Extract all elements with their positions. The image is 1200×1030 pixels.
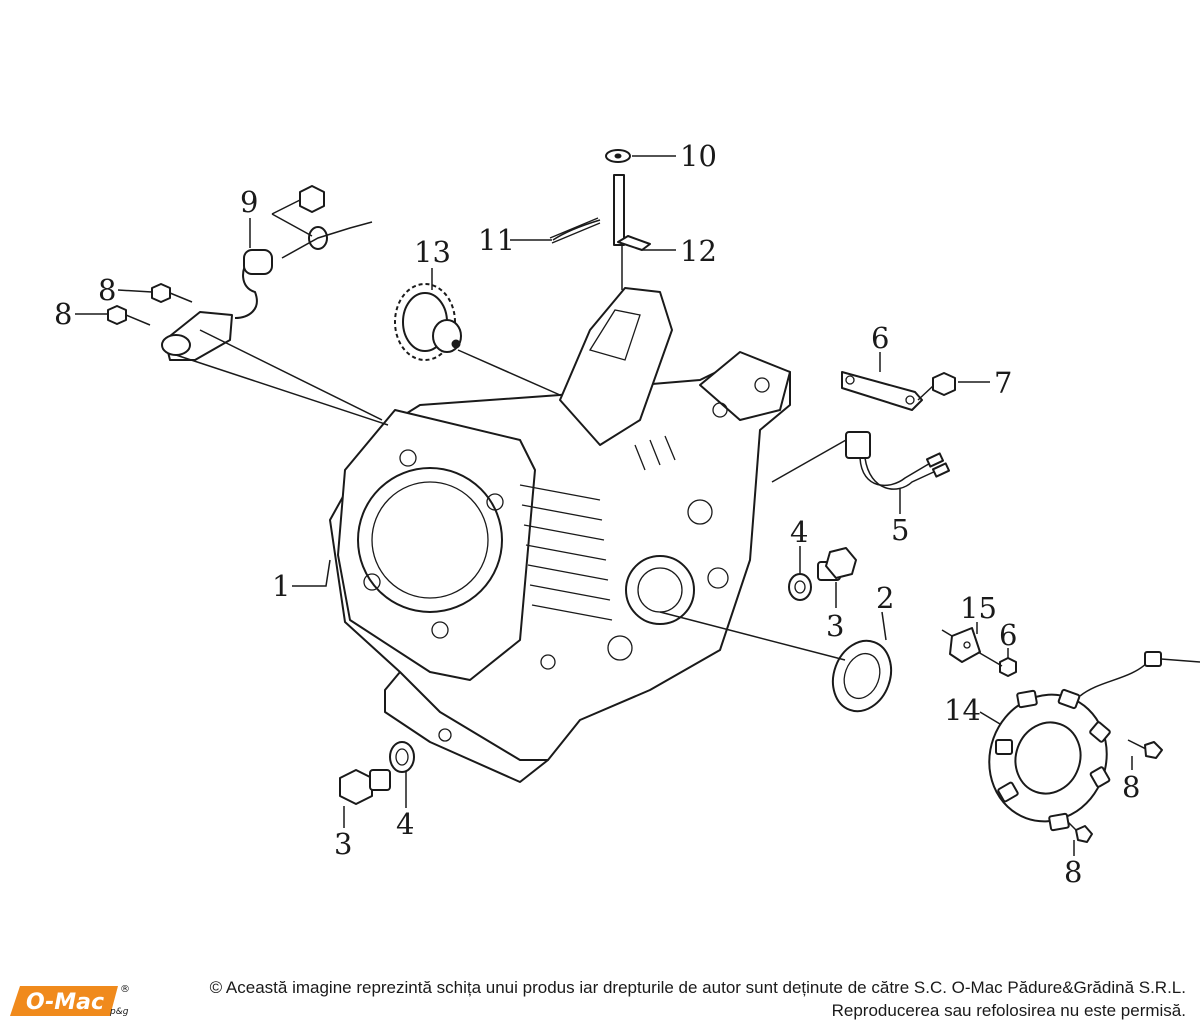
breather-bolts xyxy=(107,283,193,326)
callout-13: 13 xyxy=(414,235,451,269)
callout-11: 11 xyxy=(478,223,515,257)
oil-seal xyxy=(831,639,893,713)
callout-10: 10 xyxy=(680,139,717,173)
exploded-parts-diagram: 10 11 12 13 9 8 8 1 6 7 5 4 3 2 15 6 14 … xyxy=(54,139,1200,889)
plate-bolt xyxy=(932,372,956,396)
charging-coil xyxy=(988,651,1200,832)
callout-8-left: 8 xyxy=(54,297,72,331)
drain-plug-side xyxy=(817,547,857,581)
oil-sensor xyxy=(845,431,951,490)
copyright-notice-line-2: Reproducerea sau refolosirea nu este per… xyxy=(831,1001,1186,1020)
logo-text: O-Mac xyxy=(26,990,104,1015)
omac-logo: O-Mac ® p&g xyxy=(10,984,130,1017)
leader-lines xyxy=(175,245,1003,667)
copyright-notice-line-1: © Această imagine reprezintă schița unui… xyxy=(209,978,1186,997)
callout-6-plate: 6 xyxy=(871,321,889,355)
governor-shaft xyxy=(549,149,651,251)
clamp-nut xyxy=(999,657,1017,677)
washer-side xyxy=(788,573,812,601)
governor-gear xyxy=(394,283,462,361)
washer-lower xyxy=(389,741,415,773)
callout-3-side: 3 xyxy=(826,609,844,643)
callout-5: 5 xyxy=(891,513,909,547)
breather-assembly xyxy=(161,185,373,361)
logo-suffix: p&g xyxy=(109,1007,129,1017)
callout-3-lower: 3 xyxy=(334,827,352,861)
logo-registered-mark: ® xyxy=(120,984,130,995)
sensor-plate xyxy=(841,371,923,411)
coil-bolts xyxy=(1067,739,1163,843)
drain-plug-lower xyxy=(339,769,391,805)
callout-7: 7 xyxy=(994,366,1012,400)
crankcase-block xyxy=(329,287,791,783)
cable-clamp xyxy=(941,627,981,663)
callout-4-side: 4 xyxy=(790,515,808,549)
footer: O-Mac ® p&g © Această imagine reprezintă… xyxy=(0,972,1200,1030)
callout-12: 12 xyxy=(680,234,717,268)
callout-15: 15 xyxy=(960,591,997,625)
callout-2: 2 xyxy=(876,581,894,615)
callout-14: 14 xyxy=(944,693,981,727)
callout-8-upper: 8 xyxy=(98,273,116,307)
callout-numbers: 10 11 12 13 9 8 8 1 6 7 5 4 3 2 15 6 14 … xyxy=(54,139,1140,889)
callout-lines xyxy=(75,155,1133,856)
callout-1: 1 xyxy=(272,569,290,603)
callout-8-coil-right: 8 xyxy=(1122,770,1140,804)
callout-8-coil-bottom: 8 xyxy=(1064,855,1082,889)
callout-6-nut: 6 xyxy=(999,618,1017,652)
callout-4-lower: 4 xyxy=(396,807,414,841)
callout-9: 9 xyxy=(240,185,258,219)
